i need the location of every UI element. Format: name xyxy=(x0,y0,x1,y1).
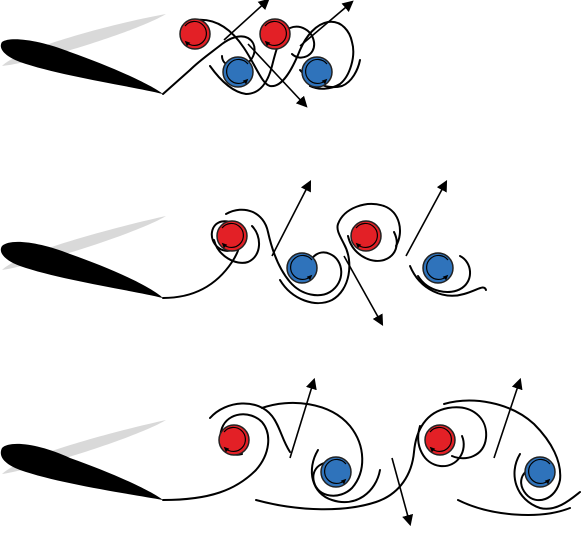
rotation-arrow xyxy=(305,58,328,85)
wake-line xyxy=(443,399,562,502)
vortex-clockwise xyxy=(216,220,248,252)
induced-flow-arrow xyxy=(299,0,354,47)
wake-line xyxy=(457,499,571,516)
wake-line xyxy=(310,449,381,503)
vortex-clockwise xyxy=(259,18,291,50)
wake-line xyxy=(261,401,364,497)
wake-line xyxy=(417,425,465,468)
vortex-counterclockwise xyxy=(320,456,352,488)
vortex-clockwise xyxy=(179,18,211,50)
induced-flow-arrow xyxy=(271,180,312,257)
induced-flow-arrow xyxy=(289,377,317,459)
wake-line xyxy=(162,413,270,501)
rotation-arrow xyxy=(223,426,246,453)
rotation-arrow xyxy=(429,426,452,453)
rotation-arrow xyxy=(426,254,449,281)
wake-line xyxy=(255,406,488,511)
rotation-arrow xyxy=(226,58,249,85)
rotation-arrow xyxy=(355,222,378,249)
rotation-arrow xyxy=(290,254,313,281)
wake-line xyxy=(409,265,487,297)
rotation-arrow xyxy=(184,20,207,47)
wake-line xyxy=(209,402,291,453)
wake-line xyxy=(347,231,398,262)
wake-line xyxy=(195,18,355,90)
vortex-clockwise xyxy=(350,220,382,252)
panel-bottom xyxy=(0,377,581,527)
vortex-counterclockwise xyxy=(301,56,333,88)
foil xyxy=(0,241,163,298)
vortex-counterclockwise xyxy=(524,456,556,488)
foil xyxy=(0,443,163,500)
vortex-clockwise xyxy=(424,424,456,456)
wake-line xyxy=(225,208,343,297)
panel-top xyxy=(0,0,361,108)
induced-flow-arrow xyxy=(343,255,384,326)
rotation-arrow xyxy=(528,458,551,485)
wake-line xyxy=(417,255,471,293)
induced-flow-arrow xyxy=(223,0,270,41)
wake-line xyxy=(513,453,581,510)
rotation-arrow xyxy=(221,222,244,249)
wake-line xyxy=(279,203,401,305)
induced-flow-arrow xyxy=(405,180,448,257)
induced-flow-arrow xyxy=(247,43,308,108)
vortex-counterclockwise xyxy=(286,252,318,284)
rotation-arrow xyxy=(264,20,287,47)
rotation-arrow xyxy=(324,458,347,485)
panel-middle xyxy=(0,180,487,326)
vortex-counterclockwise xyxy=(222,56,254,88)
foil xyxy=(0,39,163,94)
wake-line xyxy=(213,225,260,264)
vortex-clockwise xyxy=(218,424,250,456)
induced-flow-arrow xyxy=(391,457,414,527)
vortex-counterclockwise xyxy=(422,252,454,284)
induced-flow-arrow xyxy=(493,377,523,459)
